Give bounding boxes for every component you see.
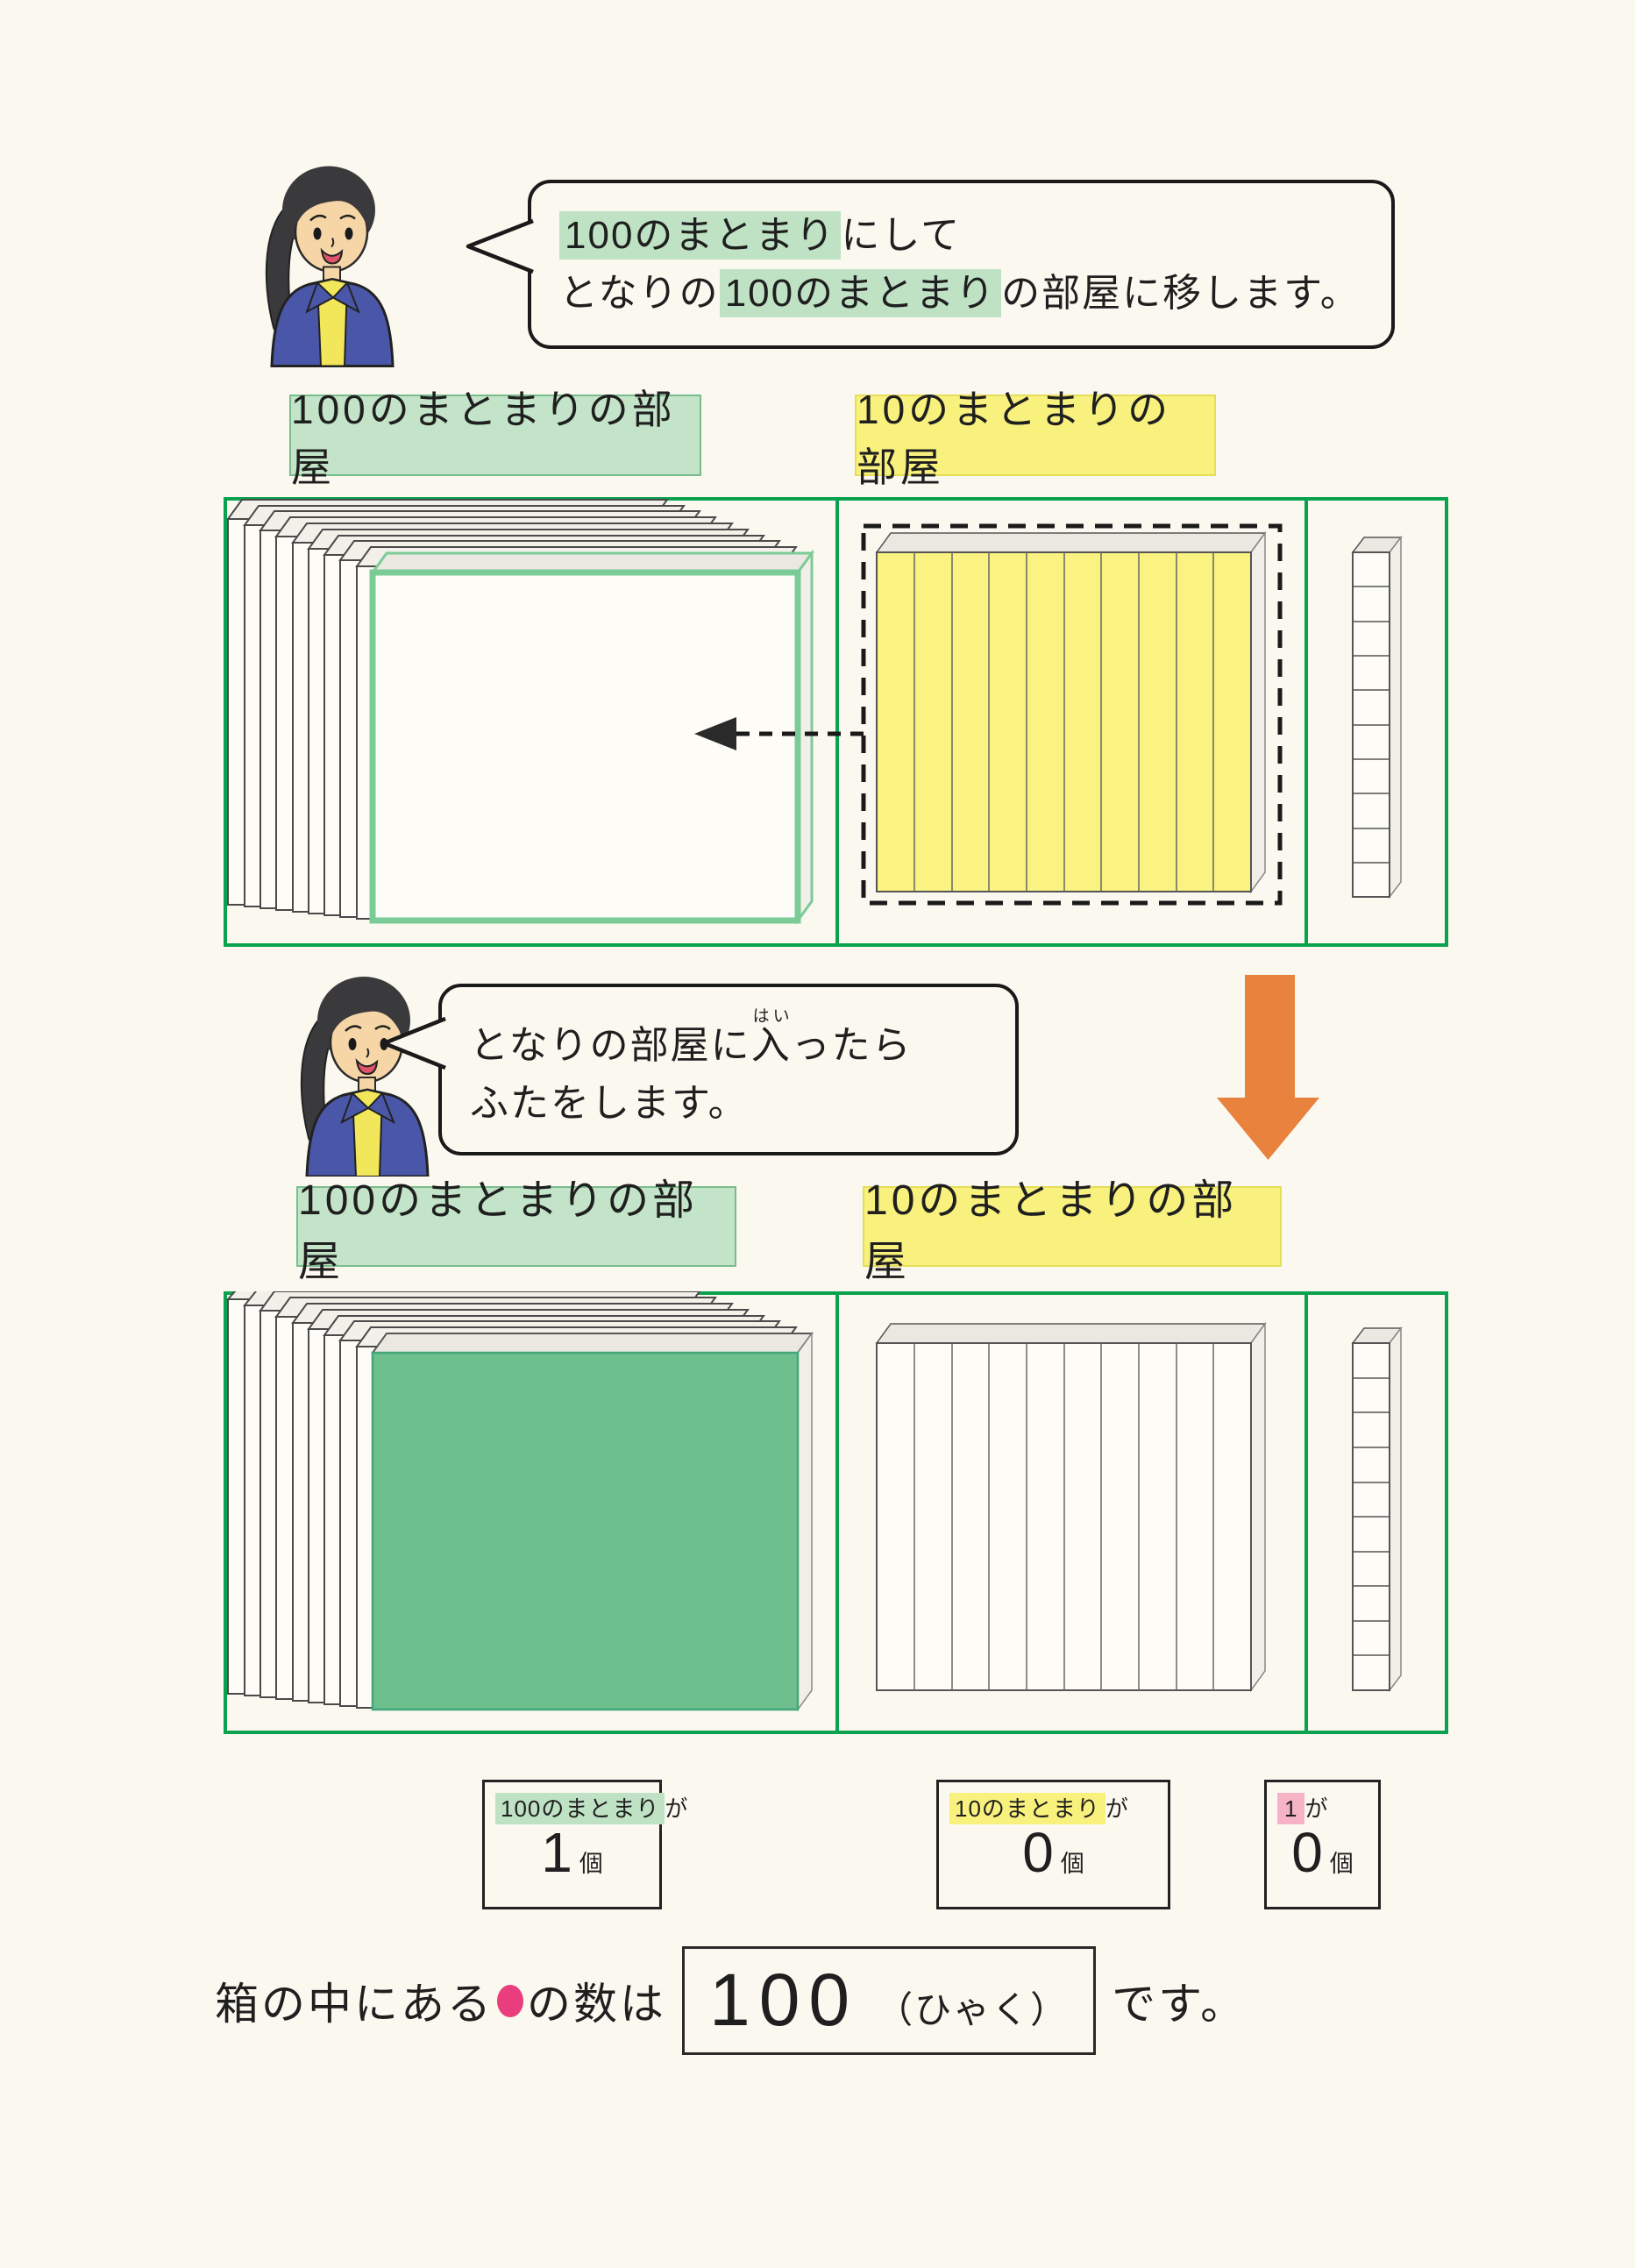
mouth: [355, 1057, 379, 1076]
count-number: 0: [1291, 1821, 1323, 1884]
teacher-avatar: [265, 166, 395, 367]
ten-tens-flat-empty: [875, 1321, 1267, 1693]
counter-suffix: が: [1105, 1795, 1129, 1822]
eye: [345, 227, 353, 240]
count-unit: 個: [1329, 1851, 1354, 1878]
move-left-arrow-icon: [694, 717, 864, 750]
eyebrow: [345, 1025, 362, 1032]
highlight-ten-group: 10のまとまり: [949, 1793, 1105, 1824]
counter-suffix: が: [1304, 1795, 1329, 1822]
lapel: [340, 1091, 370, 1125]
bubble-text: にして: [841, 213, 962, 257]
counter-header: 100のまとまりが: [495, 1791, 687, 1824]
place-value-box-before: [224, 497, 1448, 947]
bubble-text: ったら: [791, 1023, 913, 1067]
bubble-text: の部屋に移します。: [1001, 271, 1361, 315]
answer-box: 100 （ひゃく）: [682, 1946, 1097, 2055]
incoming-hundred-flat: [369, 549, 814, 925]
counter-suffix: が: [665, 1795, 689, 1822]
bubble-line: 100のまとまりにして: [559, 207, 1363, 265]
count-unit: 個: [1060, 1851, 1084, 1878]
highlight-one: 1: [1277, 1793, 1305, 1824]
bubble-pointer: [381, 1016, 446, 1070]
bubble-text: となりの部屋に: [470, 1023, 751, 1067]
dashed-outline: [861, 523, 1283, 906]
bangs: [330, 990, 404, 1040]
highlight-hundred-group: 100のまとまり: [719, 268, 1002, 317]
eyebrow: [374, 1025, 391, 1031]
ruby-base: 入: [750, 1023, 792, 1067]
eyebrow: [309, 214, 327, 222]
mouth: [320, 247, 344, 265]
tens-room-label: 10のまとまりの部屋: [863, 1177, 1282, 1285]
bubble-pointer: [466, 218, 534, 274]
filled-hundred-flat: [371, 1331, 814, 1712]
eyebrow: [339, 214, 356, 220]
ten-tens-flat-yellow: [875, 530, 1267, 894]
speech-bubble-lid: となりの部屋に入はいったら ふたをします。: [438, 984, 1019, 1155]
count-number: 0: [1022, 1821, 1054, 1884]
summary-text-mid: の数は: [527, 1980, 666, 2029]
hundreds-room-label: 100のまとまりの部屋: [296, 1177, 736, 1285]
nose: [366, 1048, 370, 1058]
bubble-line: ふたをします。: [470, 1081, 749, 1125]
summary-text-post: です。: [1112, 1980, 1248, 2029]
eye: [348, 1038, 357, 1050]
highlight-hundred-group: 100のまとまり: [495, 1793, 665, 1824]
bubble-text: となりの: [559, 271, 720, 315]
unit-cube-column: [1351, 1326, 1403, 1693]
lapel: [305, 281, 335, 314]
unit-cube-column: [1351, 535, 1403, 899]
highlight-hundred-group: 100のまとまり: [559, 210, 842, 260]
count-number: 1: [541, 1821, 572, 1884]
counting-dot-icon: [497, 1984, 523, 2017]
count-unit: 個: [579, 1851, 603, 1878]
eye: [313, 227, 322, 240]
answer-reading: （ひゃく）: [876, 1988, 1070, 2030]
nose: [331, 238, 335, 248]
lapel: [366, 1091, 395, 1125]
place-value-box-after: [224, 1291, 1448, 1734]
ruby-hairu: 入はい: [750, 1007, 792, 1067]
lapel: [331, 281, 360, 314]
bangs: [295, 180, 369, 230]
hundreds-room-label: 100のまとまりの部屋: [289, 387, 701, 490]
summary-sentence: 箱の中にある の数は 100 （ひゃく） です。: [215, 1939, 1247, 2062]
counter-header: 10のまとまりが: [949, 1791, 1168, 1824]
tens-room-label: 10のまとまりの部屋: [855, 387, 1216, 490]
down-arrow-icon: [1217, 975, 1319, 1160]
ruby-furigana: はい: [750, 1006, 792, 1026]
summary-text-pre: 箱の中にある: [215, 1980, 494, 2029]
bubble-line: となりの部屋に入はいったら: [470, 1007, 987, 1075]
answer-number: 100: [709, 1959, 859, 2042]
